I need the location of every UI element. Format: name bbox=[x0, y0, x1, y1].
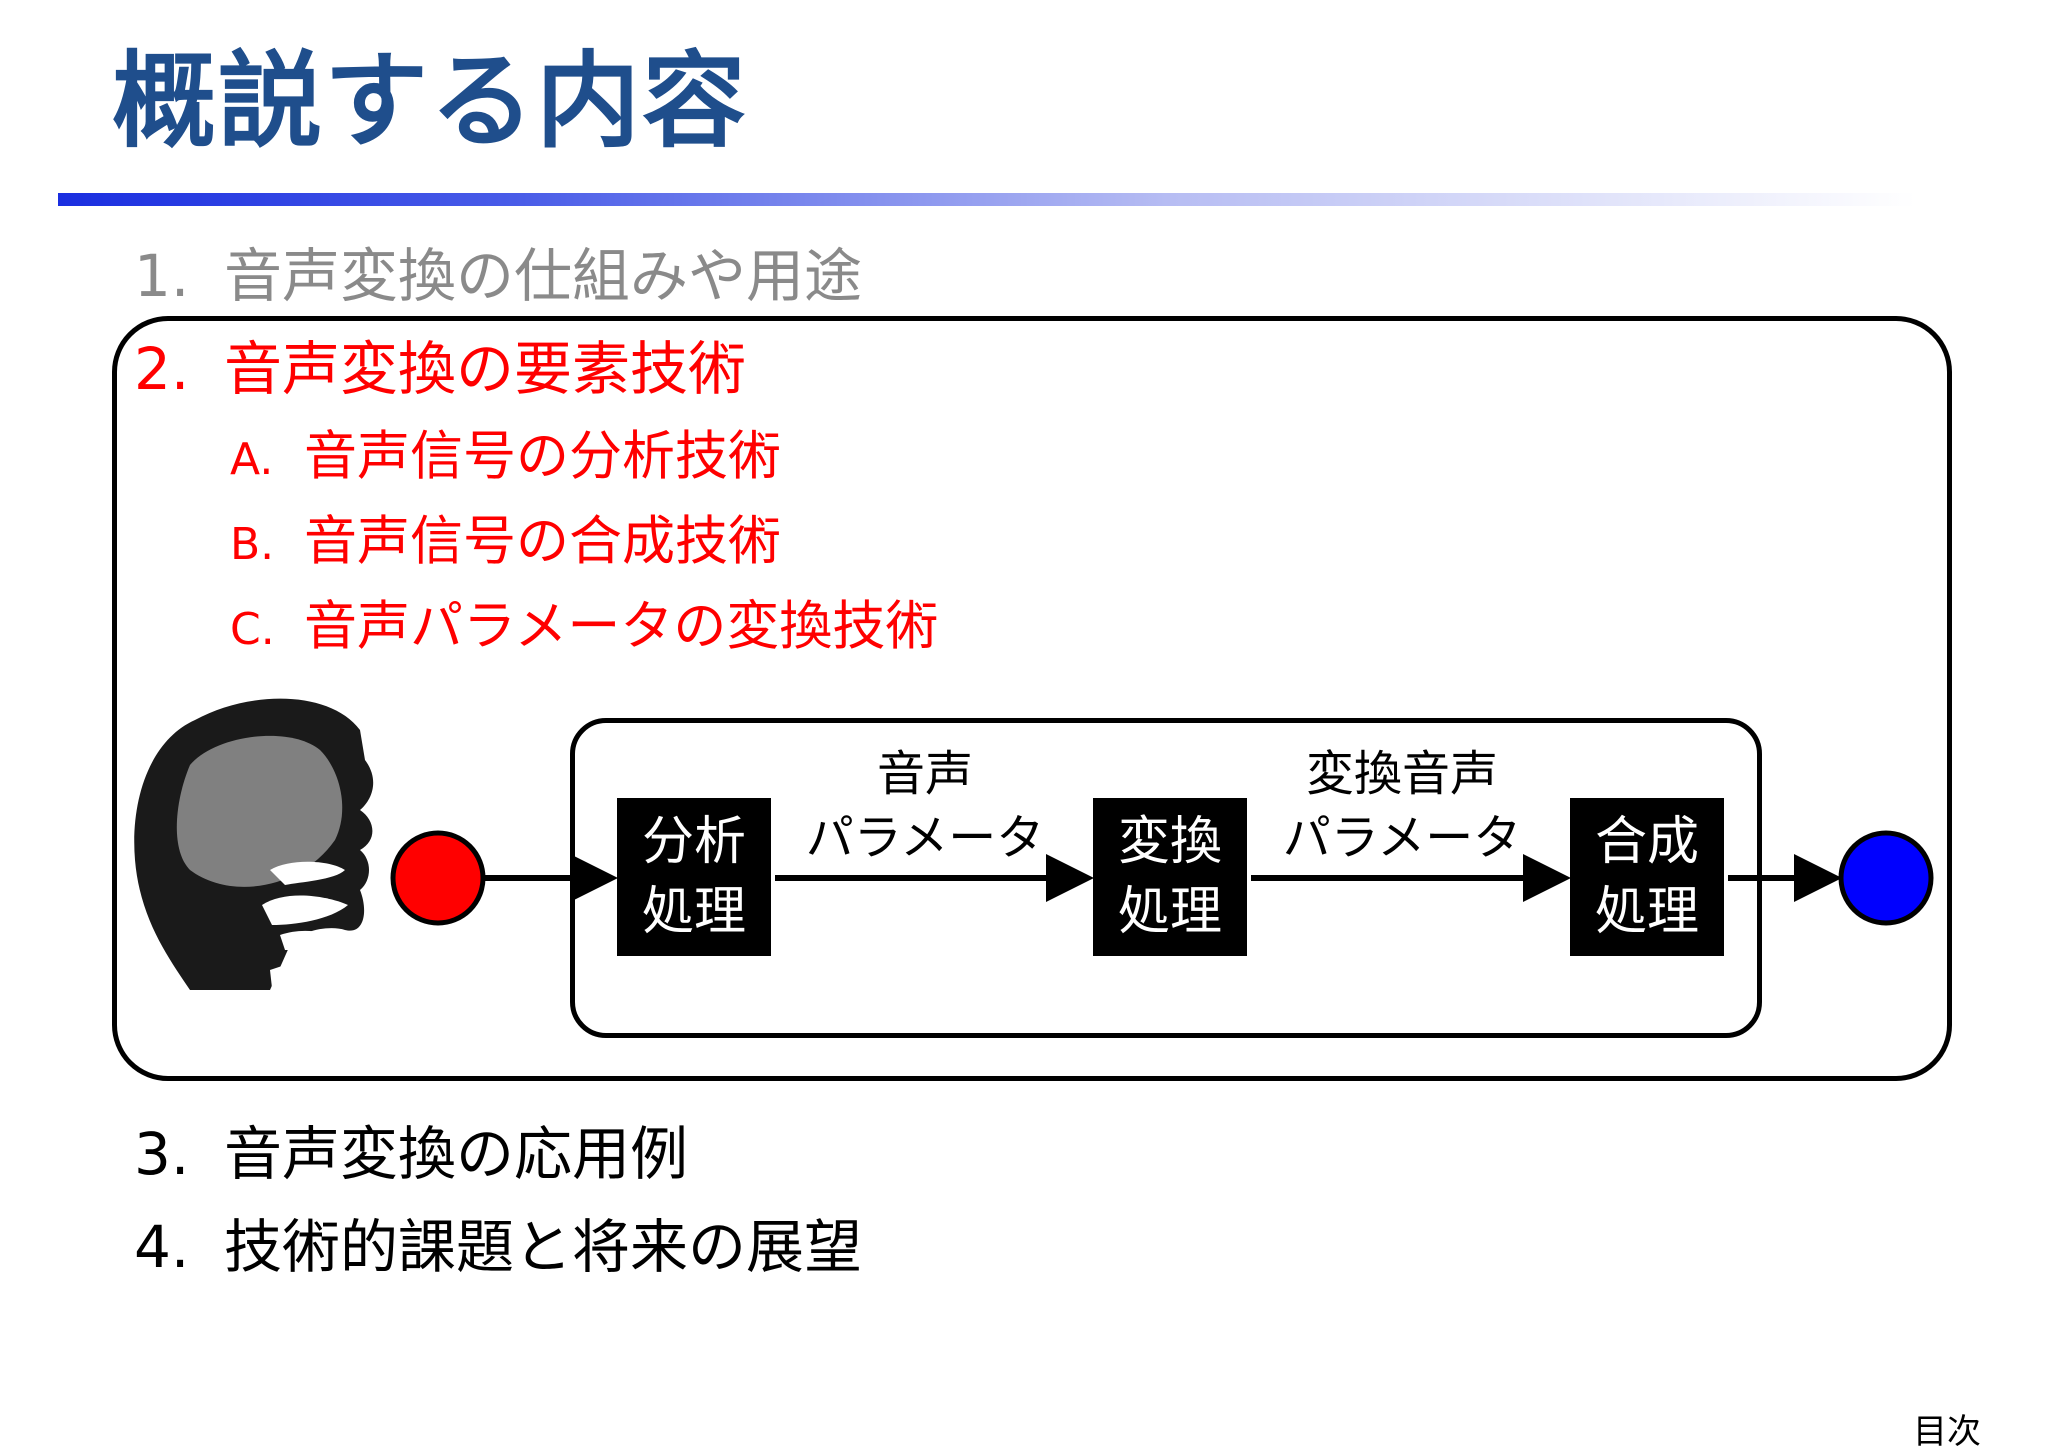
sub-item-b: B.音声信号の合成技術 bbox=[230, 515, 781, 568]
outline-text: 音声変換の仕組みや用途 bbox=[224, 242, 863, 310]
label-line-1: 変換音声 bbox=[1305, 746, 1498, 802]
outline-number: 3. bbox=[134, 1120, 190, 1188]
outline-number: 4. bbox=[134, 1213, 190, 1281]
speech-parameter-label: 音声 パラメータ bbox=[795, 742, 1055, 870]
sub-item-text: 音声信号の合成技術 bbox=[304, 511, 781, 572]
box-line-2: 処理 bbox=[1594, 882, 1699, 942]
sub-item-letter: A. bbox=[230, 434, 274, 485]
outline-number: 2. bbox=[134, 335, 190, 403]
table-of-contents-link[interactable]: 目次 bbox=[1913, 1412, 1981, 1452]
sub-item-text: 音声信号の分析技術 bbox=[304, 426, 781, 487]
synthesis-process-box: 合成 処理 bbox=[1570, 798, 1724, 956]
analysis-process-box: 分析 処理 bbox=[617, 798, 771, 956]
box-line-1: 変換 bbox=[1117, 812, 1222, 872]
sub-item-c: C.音声パラメータの変換技術 bbox=[230, 600, 938, 653]
box-line-1: 合成 bbox=[1594, 812, 1699, 872]
outline-number: 1. bbox=[134, 242, 190, 310]
outline-item-4: 4.技術的課題と将来の展望 bbox=[134, 1218, 862, 1276]
slide-title: 概説する内容 bbox=[112, 40, 749, 162]
sub-item-letter: C. bbox=[230, 604, 275, 655]
title-underline bbox=[58, 193, 1916, 206]
box-line-2: 処理 bbox=[1117, 882, 1222, 942]
conversion-process-box: 変換 処理 bbox=[1093, 798, 1247, 956]
label-line-2: パラメータ bbox=[1282, 810, 1522, 866]
human-head-vocal-tract-icon bbox=[134, 698, 374, 990]
outline-item-1: 1.音声変換の仕組みや用途 bbox=[134, 247, 862, 305]
sub-item-letter: B. bbox=[230, 519, 275, 570]
box-line-1: 分析 bbox=[641, 812, 746, 872]
outline-text: 音声変換の要素技術 bbox=[224, 335, 747, 403]
highlight-frame bbox=[112, 316, 1952, 1081]
outline-text: 技術的課題と将来の展望 bbox=[224, 1213, 863, 1281]
sub-item-a: A.音声信号の分析技術 bbox=[230, 430, 781, 483]
output-voice-circle bbox=[1838, 830, 1934, 926]
outline-text: 音声変換の応用例 bbox=[224, 1120, 689, 1188]
sub-item-text: 音声パラメータの変換技術 bbox=[304, 596, 939, 657]
label-line-1: 音声 bbox=[876, 746, 973, 802]
outline-item-2: 2.音声変換の要素技術 bbox=[134, 340, 746, 398]
label-line-2: パラメータ bbox=[805, 810, 1045, 866]
input-voice-circle bbox=[390, 830, 486, 926]
box-line-2: 処理 bbox=[641, 882, 746, 942]
outline-item-3: 3.音声変換の応用例 bbox=[134, 1125, 688, 1183]
converted-parameter-label: 変換音声 パラメータ bbox=[1272, 742, 1532, 870]
